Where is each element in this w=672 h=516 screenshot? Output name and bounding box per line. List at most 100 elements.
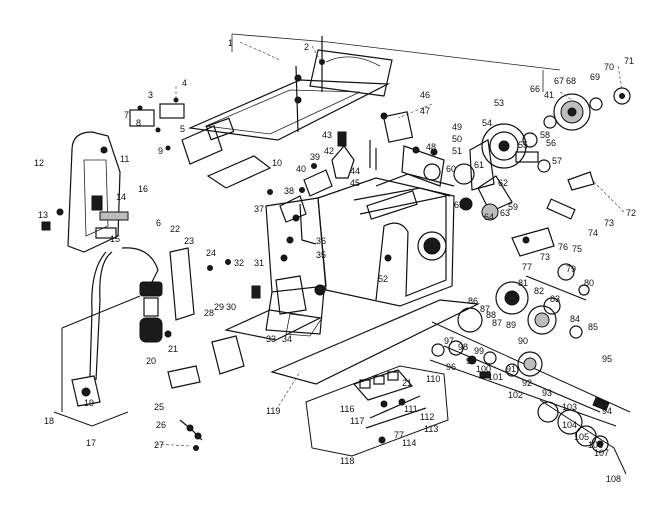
part-label-49: 49 <box>452 122 462 132</box>
top-cover-assembly <box>181 33 561 189</box>
part-label-45: 45 <box>350 178 360 188</box>
lower-shaft-assembly <box>429 307 631 475</box>
part-label-52: 52 <box>378 274 388 284</box>
part-label-73b: 73 <box>540 252 550 262</box>
part-label-87b: 87 <box>492 318 502 328</box>
part-label-80: 80 <box>584 278 594 288</box>
part-label-21: 21 <box>168 344 178 354</box>
part-label-37: 37 <box>254 204 264 214</box>
part-label-40: 40 <box>296 164 306 174</box>
part-label-71: 71 <box>624 56 634 66</box>
part-label-85: 85 <box>588 322 598 332</box>
part-label-92: 92 <box>522 378 532 388</box>
part-label-99: 99 <box>474 346 484 356</box>
leader-lines <box>155 41 625 447</box>
part-label-38: 38 <box>284 186 294 196</box>
part-label-110: 110 <box>426 374 440 384</box>
part-label-113: 113 <box>424 424 438 434</box>
part-labels: 1 2 3 4 5 6 7 8 9 10 11 12 13 14 15 16 1… <box>34 38 636 484</box>
part-label-103: 103 <box>562 402 577 412</box>
part-label-61: 61 <box>474 160 484 170</box>
part-label-29: 29 <box>214 302 224 312</box>
part-label-43: 43 <box>322 130 332 140</box>
part-label-41: 41 <box>544 90 554 100</box>
part-label-94: 94 <box>602 406 612 416</box>
machine-body <box>251 173 473 335</box>
part-label-34: 34 <box>282 334 292 344</box>
part-label-79: 79 <box>566 264 576 274</box>
part-label-75: 75 <box>572 244 582 254</box>
part-label-87a: 87 <box>480 304 490 314</box>
part-label-97: 97 <box>444 336 454 346</box>
part-label-82: 82 <box>534 286 544 296</box>
part-label-3: 3 <box>148 90 153 100</box>
part-label-95a: 95 <box>466 356 476 366</box>
part-label-101: 101 <box>488 372 503 382</box>
part-label-33: 33 <box>266 334 276 344</box>
part-label-84: 84 <box>570 314 580 324</box>
part-label-66: 66 <box>530 84 540 94</box>
part-label-98: 98 <box>458 342 468 352</box>
part-label-73a: 73 <box>604 218 614 228</box>
part-label-107: 107 <box>594 448 609 458</box>
part-label-54: 54 <box>482 118 492 128</box>
part-label-2: 2 <box>304 42 309 52</box>
part-label-77a: 77 <box>522 262 532 272</box>
part-label-93: 93 <box>542 388 552 398</box>
motor-light-assembly <box>53 247 163 427</box>
part-label-55: 55 <box>518 140 528 150</box>
part-label-36: 36 <box>316 236 326 246</box>
part-label-76: 76 <box>558 242 568 252</box>
part-label-30: 30 <box>226 302 236 312</box>
part-label-56: 56 <box>546 138 556 148</box>
part-label-42: 42 <box>324 146 334 156</box>
part-label-27: 27 <box>154 440 164 450</box>
part-label-72: 72 <box>626 208 636 218</box>
part-label-112: 112 <box>420 412 434 422</box>
part-label-90: 90 <box>518 336 528 346</box>
part-label-16: 16 <box>138 184 148 194</box>
part-label-88: 88 <box>486 310 496 320</box>
part-label-114: 114 <box>402 438 416 448</box>
part-label-22: 22 <box>170 224 180 234</box>
part-label-53: 53 <box>494 98 504 108</box>
part-label-4: 4 <box>182 78 187 88</box>
part-label-11: 11 <box>120 154 129 164</box>
part-label-19: 19 <box>84 398 94 408</box>
part-label-106: 106 <box>588 440 603 450</box>
part-label-86: 86 <box>468 296 478 306</box>
upper-drive-parts <box>453 87 631 221</box>
part-label-67: 67 <box>554 76 564 86</box>
part-label-77b: 77 <box>394 430 404 440</box>
part-label-35: 35 <box>316 250 326 260</box>
part-label-13: 13 <box>38 210 48 220</box>
part-label-31: 31 <box>254 258 264 268</box>
part-label-7: 7 <box>124 110 129 120</box>
upper-screws-group <box>129 86 185 151</box>
part-label-18: 18 <box>44 416 54 426</box>
part-label-89: 89 <box>506 320 516 330</box>
part-label-46: 46 <box>420 90 430 100</box>
part-label-28: 28 <box>204 308 214 318</box>
part-label-74: 74 <box>588 228 598 238</box>
part-label-23: 23 <box>184 236 194 246</box>
part-label-116: 116 <box>340 404 354 414</box>
part-label-25: 25 <box>154 402 164 412</box>
part-label-102: 102 <box>508 390 523 400</box>
part-label-60: 60 <box>446 164 456 174</box>
part-label-95b: 95 <box>602 354 612 364</box>
part-label-15: 15 <box>110 234 120 244</box>
part-label-63: 63 <box>500 208 510 218</box>
part-label-48: 48 <box>426 142 436 152</box>
part-label-62: 62 <box>498 178 508 188</box>
part-label-70: 70 <box>604 62 614 72</box>
face-plate-assembly <box>41 131 129 253</box>
slide-plate-assembly <box>305 365 449 457</box>
part-label-59: 59 <box>508 202 518 212</box>
part-label-21b: 21 <box>402 378 412 388</box>
part-label-47: 47 <box>420 106 430 116</box>
part-label-83: 83 <box>550 294 560 304</box>
part-label-69: 69 <box>590 72 600 82</box>
part-label-65: 65 <box>454 200 464 210</box>
